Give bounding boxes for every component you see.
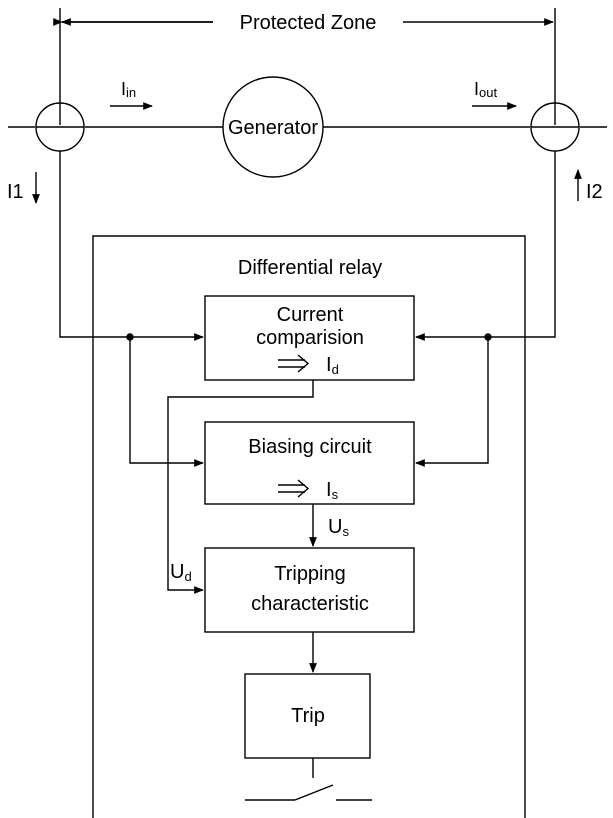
implies-icon-is <box>278 479 310 498</box>
protected-zone-marker <box>53 8 556 125</box>
tripping-line2: characteristic <box>251 593 369 615</box>
i-in-label: Iin <box>121 79 136 100</box>
wire-right <box>415 151 556 467</box>
protected-zone-label: Protected Zone <box>240 12 377 34</box>
current-comparison-line2: comparision <box>256 327 364 349</box>
tripping-characteristic-block <box>204 547 415 633</box>
us-label: Us <box>328 516 349 539</box>
relay-title: Differential relay <box>238 257 382 279</box>
trip-block <box>244 673 371 759</box>
junction-right <box>484 333 492 341</box>
trip-label: Trip <box>291 705 325 727</box>
is-label: Is <box>326 479 339 502</box>
current-comparison-block <box>204 295 415 381</box>
biasing-circuit-block <box>204 421 415 505</box>
current-comparison-line1: Current <box>277 304 344 326</box>
i2-label: I2 <box>586 181 603 203</box>
junction-left <box>126 333 134 341</box>
i1-label: I1 <box>7 181 24 203</box>
tripping-line1: Tripping <box>274 563 346 585</box>
biasing-circuit-label: Biasing circuit <box>248 436 372 458</box>
ud-label: Ud <box>170 561 192 584</box>
implies-icon-id <box>278 354 310 373</box>
id-path <box>167 380 314 591</box>
i-out-label: Iout <box>474 79 497 100</box>
wire-left <box>59 151 204 467</box>
generator-circle <box>222 76 324 178</box>
id-label: Id <box>326 354 339 377</box>
generator-label: Generator <box>228 117 318 139</box>
relay-housing <box>92 235 526 818</box>
trip-contact <box>245 758 372 801</box>
